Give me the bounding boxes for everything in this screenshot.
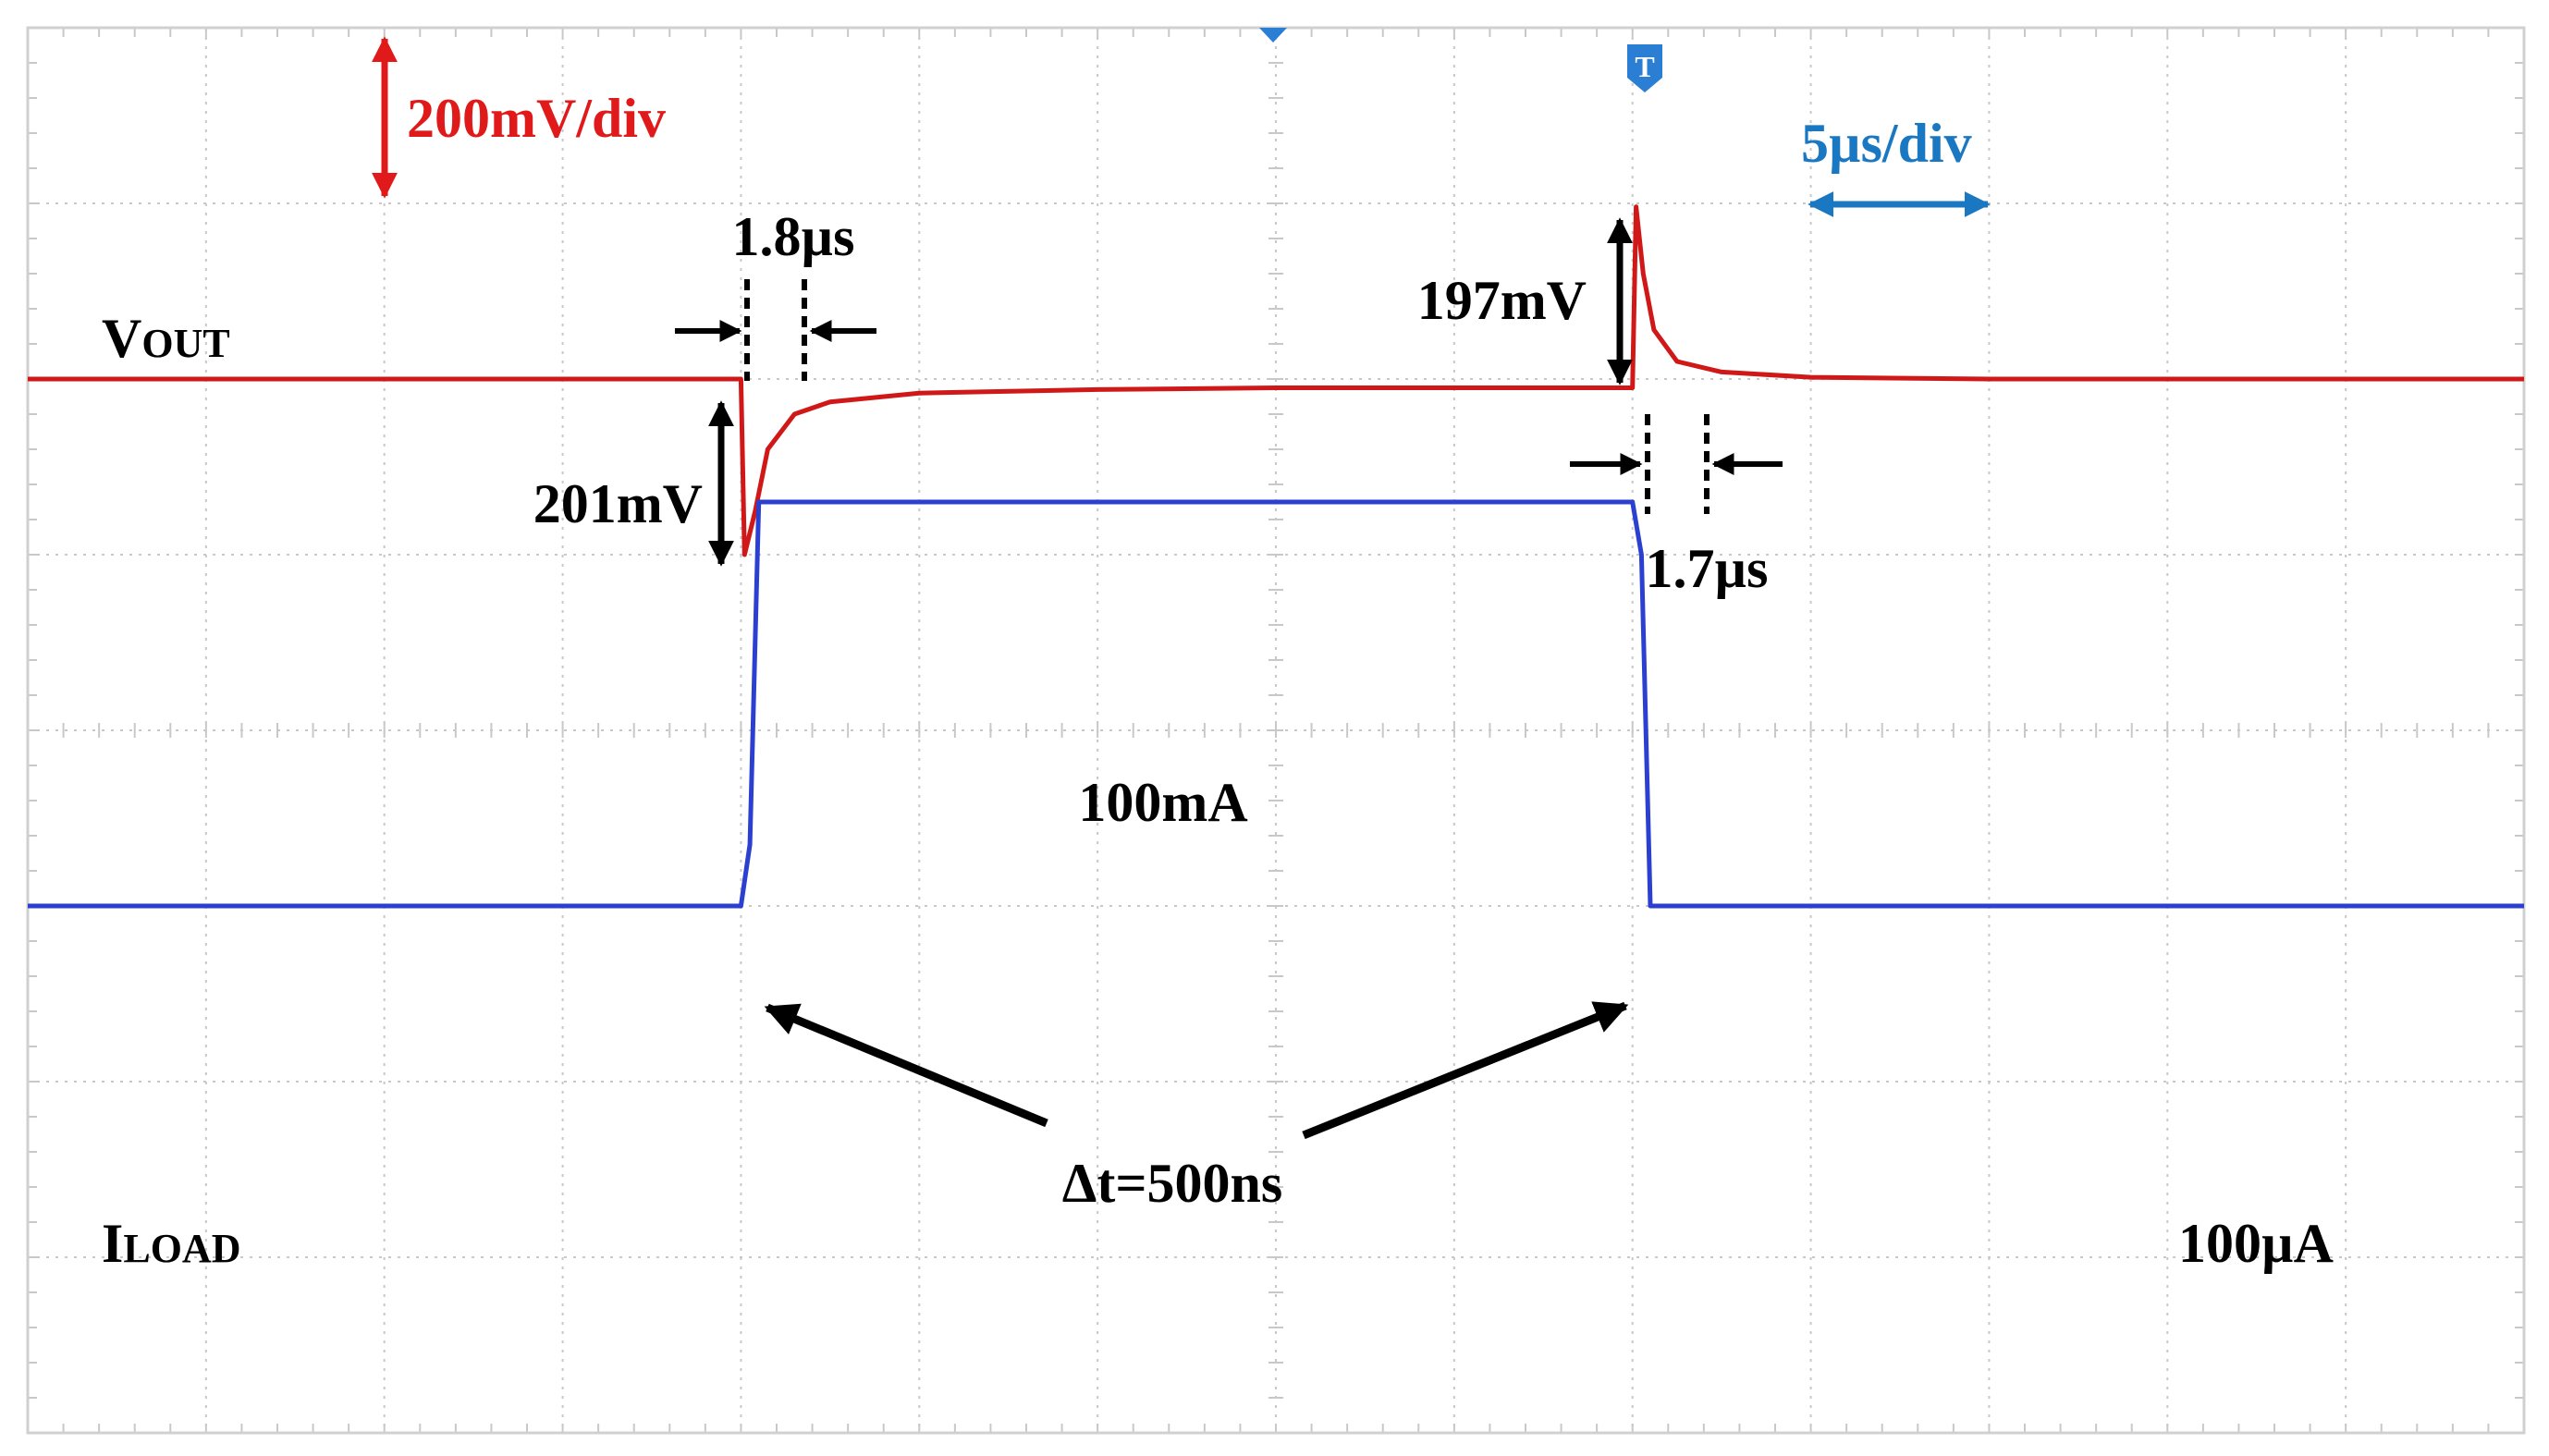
trigger-marker: T [1627, 44, 1662, 92]
high-current-label: 100mA [1078, 772, 1247, 833]
overshoot-mag-label: 197mV [1417, 270, 1587, 331]
vscale-label: 200mV/div [407, 88, 666, 149]
edge-time-arrow-fall [1302, 1001, 1629, 1140]
low-current-label: 100µA [2178, 1213, 2334, 1274]
time-reference-marker [1259, 28, 1287, 43]
undershoot-time-label: 1.8µs [732, 206, 855, 267]
iload-label: ILOAD [102, 1213, 240, 1274]
hscale-label: 5µs/div [1801, 113, 1972, 174]
vout-label: VOUT [102, 308, 230, 369]
edge-time-label: Δt=500ns [1062, 1153, 1283, 1214]
vout-trace [28, 204, 2524, 557]
grid [27, 27, 2525, 1434]
overshoot-time-label: 1.7µs [1646, 538, 1769, 599]
undershoot-mag-label: 201mV [533, 473, 703, 534]
trigger-marker-label: T [1635, 50, 1654, 83]
iload-trace [28, 499, 2524, 909]
edge-time-arrow-rise [764, 1003, 1048, 1128]
